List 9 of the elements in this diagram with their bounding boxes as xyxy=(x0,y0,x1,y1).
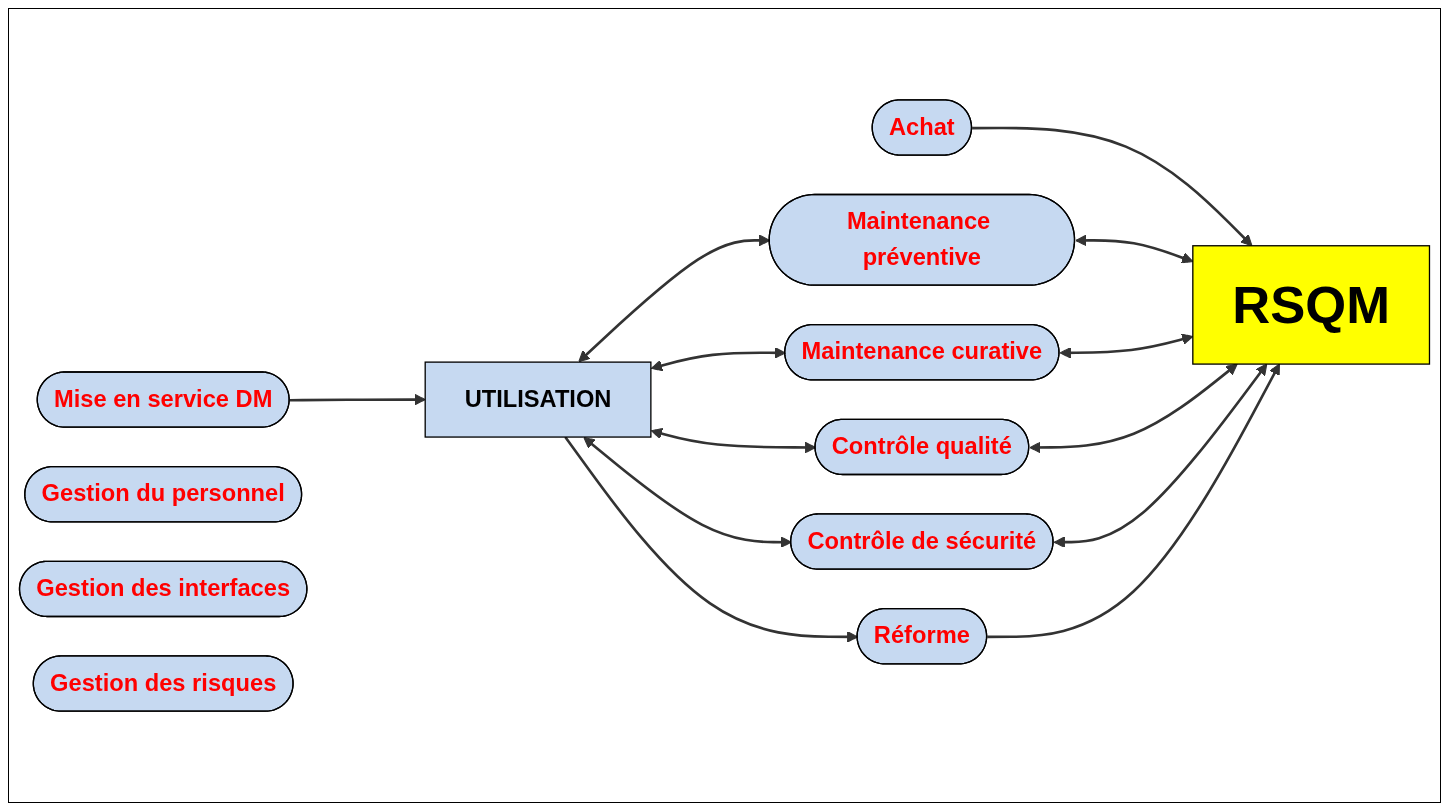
node-box: UTILISATION xyxy=(424,361,652,438)
arrow xyxy=(1053,363,1268,548)
node-box: RSQM xyxy=(1192,245,1431,365)
arrow xyxy=(972,126,1253,247)
arrow xyxy=(987,363,1280,639)
arrow xyxy=(1029,363,1238,454)
arrow xyxy=(289,393,426,406)
arrow xyxy=(650,347,786,372)
arrow xyxy=(583,436,792,548)
